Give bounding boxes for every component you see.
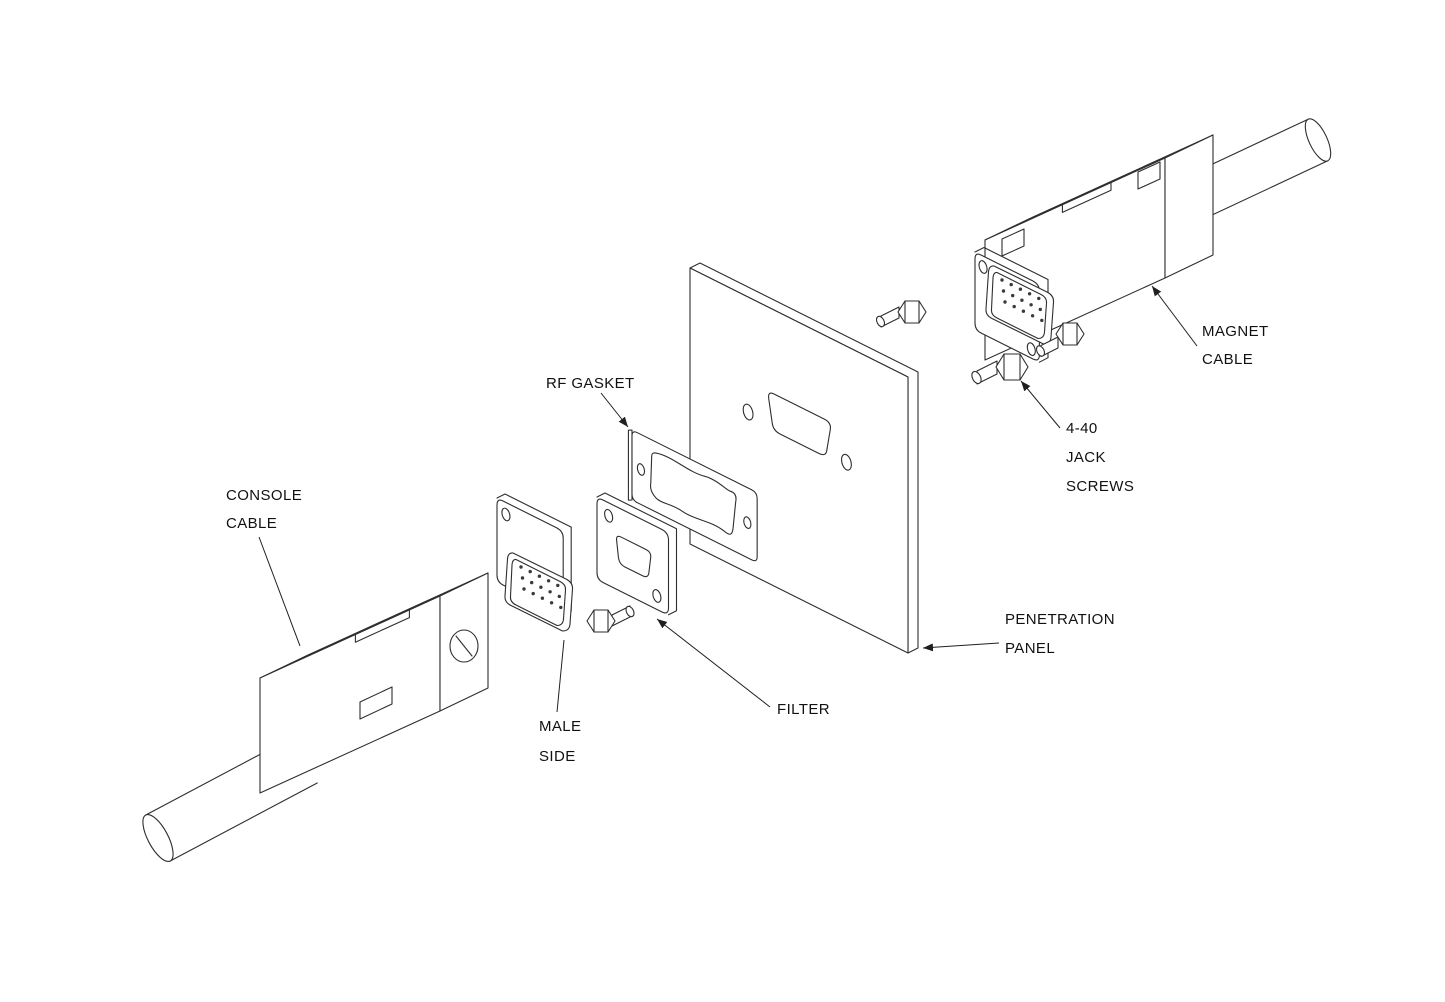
magnet-jack-screw — [1035, 322, 1085, 358]
rf-gasket-drawing — [628, 428, 757, 564]
male-dsub-shell — [504, 552, 574, 632]
console-backshell — [259, 572, 489, 794]
penetration-panel-leader — [922, 642, 1000, 652]
panel-screw-hole-right — [842, 452, 852, 472]
jack-screws-leader — [1020, 380, 1061, 429]
penetration-panel-label: PENETRATION PANEL — [1005, 611, 1115, 657]
male-side-label: MALE SIDE — [539, 718, 582, 765]
male-pins — [519, 565, 563, 610]
backshell-strain-slot — [354, 597, 434, 635]
magnet-cable-leader — [1151, 285, 1198, 347]
magnet-backshell — [984, 134, 1214, 361]
filter-dsub-opening — [617, 535, 651, 580]
filter-label: FILTER — [777, 701, 830, 718]
jack-screw-2 — [971, 353, 1029, 385]
console-cable-label: CONSOLE CABLE — [226, 487, 303, 532]
panel-dsub-cutout — [743, 379, 851, 473]
filter-leader — [656, 618, 771, 708]
magnet-cable-label: MAGNET CABLE — [1202, 323, 1269, 368]
jack-screw-1 — [875, 300, 927, 328]
rf-gasket-label: RF GASKET — [546, 370, 635, 398]
male-connector-drawing — [496, 493, 635, 633]
male-side-leader — [556, 639, 565, 713]
male-jack-screw — [586, 605, 635, 633]
magnet-pins — [1000, 278, 1044, 323]
panel-screw-hole-left — [743, 402, 753, 422]
magnet-dsub-connector — [974, 246, 1085, 363]
jack-screws-label: 4-40 JACK SCREWS — [1066, 420, 1135, 495]
rf-gasket-leader — [600, 392, 629, 428]
gasket-opening — [650, 448, 736, 539]
console-cable-drawing — [142, 572, 489, 862]
leader-lines — [258, 285, 1198, 713]
rf-gasket-label-text: RF GASKET — [546, 375, 635, 392]
console-cable-leader — [258, 536, 301, 647]
magnet-connector-drawing — [974, 118, 1332, 363]
filter-drawing — [596, 492, 678, 616]
